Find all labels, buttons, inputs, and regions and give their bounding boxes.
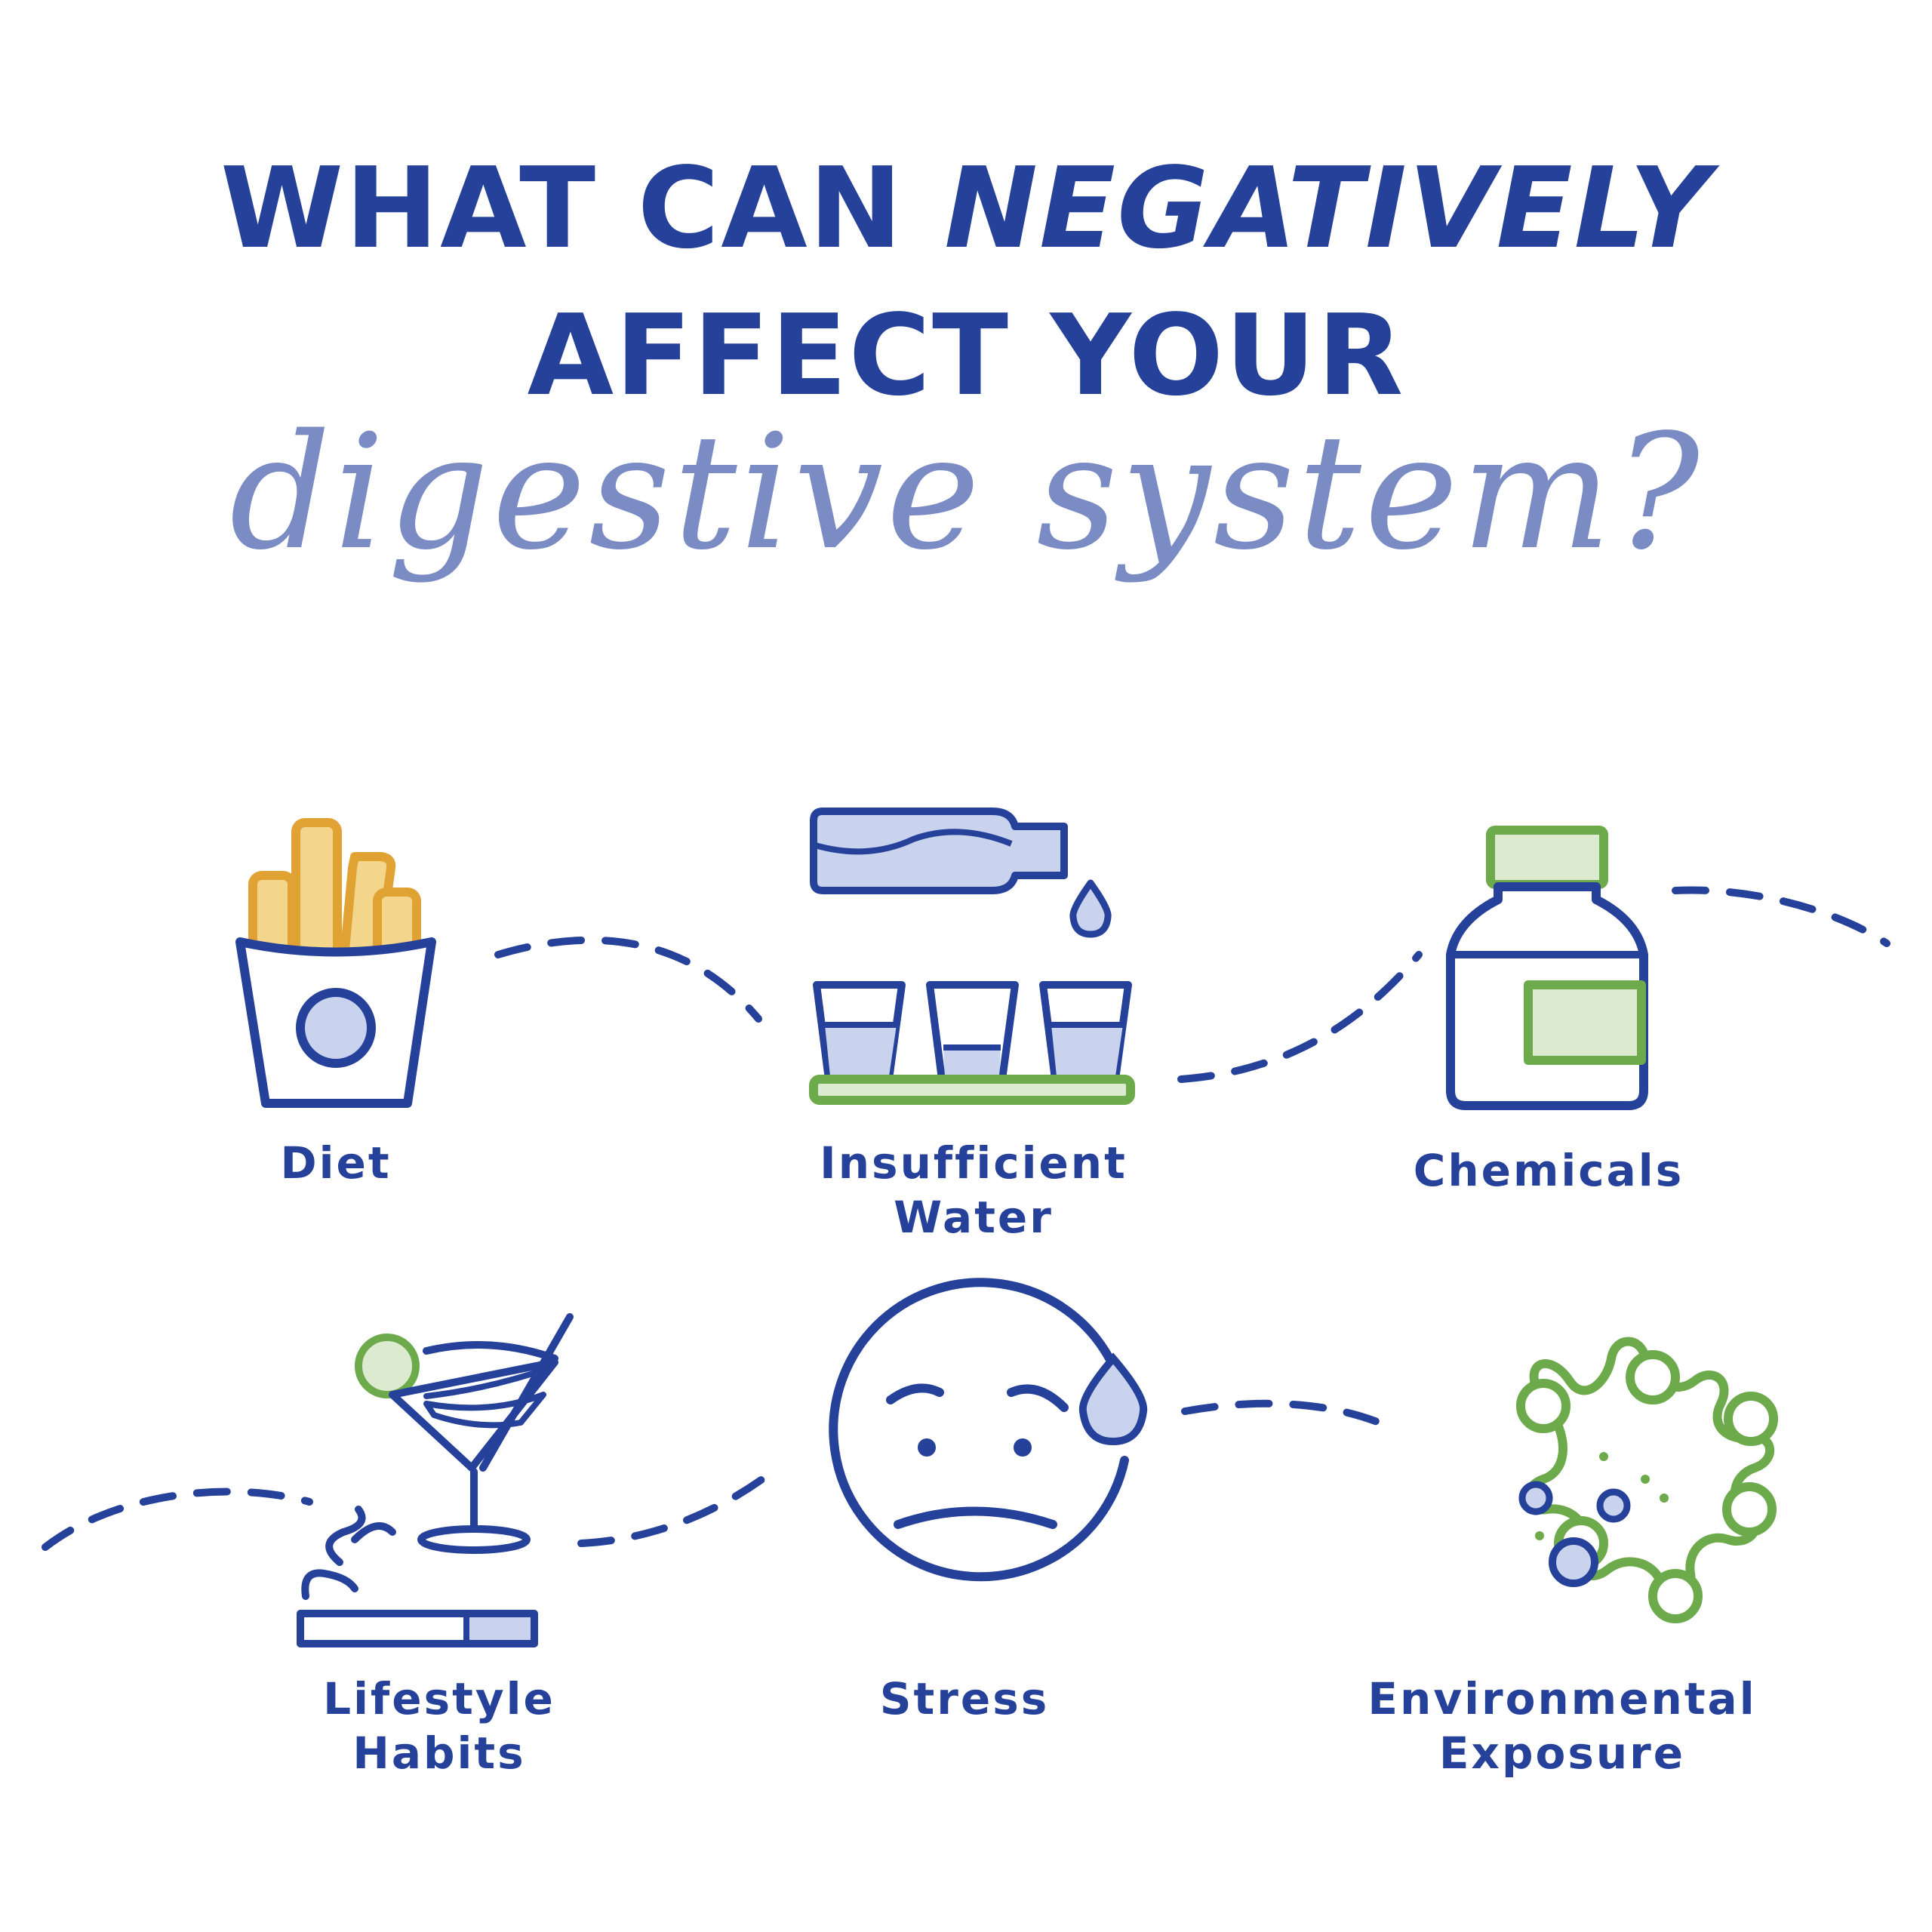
label-line-1: Diet — [280, 1137, 392, 1189]
smoke — [301, 1506, 396, 1600]
water-bottle-glasses-icon — [809, 808, 1135, 1105]
cocktail-cigarette-icon — [297, 1313, 574, 1647]
dashed-path-stress-virus — [1181, 1399, 1400, 1434]
item-label-stress: Stress — [738, 1672, 1191, 1726]
dashed-connectors — [42, 886, 1890, 1551]
french-fries-icon — [235, 818, 436, 1108]
label-line-1: Chemicals — [1413, 1145, 1684, 1196]
item-label-lifestyle-habits: Lifestyle Habits — [213, 1672, 666, 1780]
title-line-2: AFFECT YOUR — [527, 291, 1405, 420]
water-drop — [1069, 879, 1112, 938]
sweat-drop — [1078, 1352, 1148, 1446]
virus-icon — [1516, 1337, 1778, 1623]
label-line-2: Habits — [352, 1727, 526, 1779]
dashed-path-water-chemicals — [1177, 951, 1423, 1083]
title-script: digestive system? — [229, 400, 1703, 585]
label-line-1: Stress — [879, 1673, 1050, 1724]
label-line-2: Exposure — [1438, 1727, 1686, 1779]
water-bottle — [810, 808, 1068, 894]
title-emphasis: NEGATIVELY — [944, 143, 1712, 273]
label-line-1: Environmental — [1367, 1673, 1757, 1724]
item-label-insufficient-water: Insufficient Water — [747, 1136, 1200, 1244]
label-line-1: Lifestyle — [323, 1673, 555, 1724]
dashed-path-chemicals-edge — [1672, 886, 1890, 947]
label-line-2: Water — [894, 1192, 1054, 1243]
stressed-face-icon — [829, 1278, 1148, 1582]
dashed-path-lifestyle-stress — [577, 1464, 781, 1547]
item-label-environmental-exposure: Environmental Exposure — [1336, 1672, 1789, 1780]
item-label-chemicals: Chemicals — [1322, 1143, 1775, 1198]
title-line-1: WHAT CAN NEGATIVELY — [0, 143, 1932, 273]
title-prefix: WHAT CAN — [220, 143, 945, 273]
tray — [809, 1075, 1135, 1105]
lime-slice — [355, 1334, 420, 1398]
item-label-diet: Diet — [109, 1136, 562, 1190]
label-line-1: Insufficient — [820, 1137, 1128, 1189]
chemical-bottle-icon — [1446, 826, 1648, 1110]
dashed-path-edge-lifestyle — [42, 1487, 313, 1551]
dashed-path-diet-water — [494, 936, 762, 1023]
